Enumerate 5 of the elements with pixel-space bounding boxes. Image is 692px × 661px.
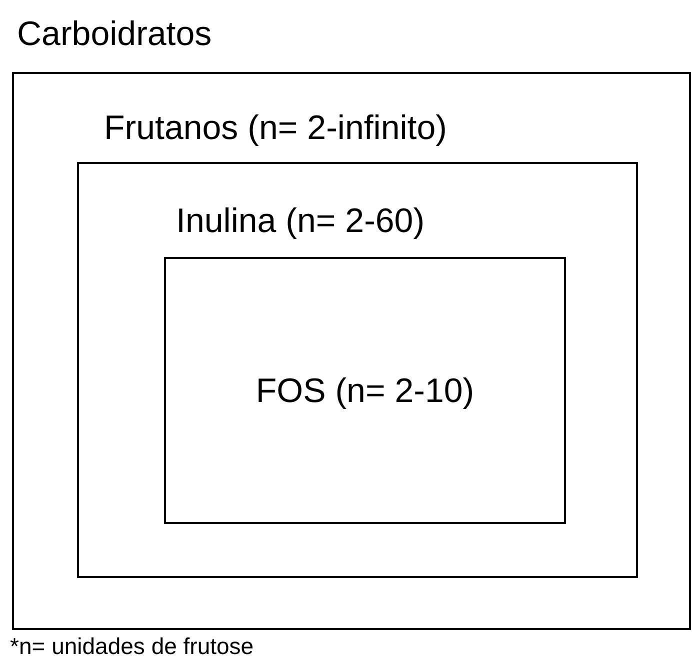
box-heading: Inulina (n= 2-60) <box>176 201 425 241</box>
box-heading: Carboidratos <box>17 14 212 54</box>
label-text: FOS (n= 2-10) <box>166 259 564 522</box>
footnote: *n= unidades de frutose <box>10 632 254 660</box>
box-heading: Frutanos (n= 2-infinito) <box>104 108 447 148</box>
